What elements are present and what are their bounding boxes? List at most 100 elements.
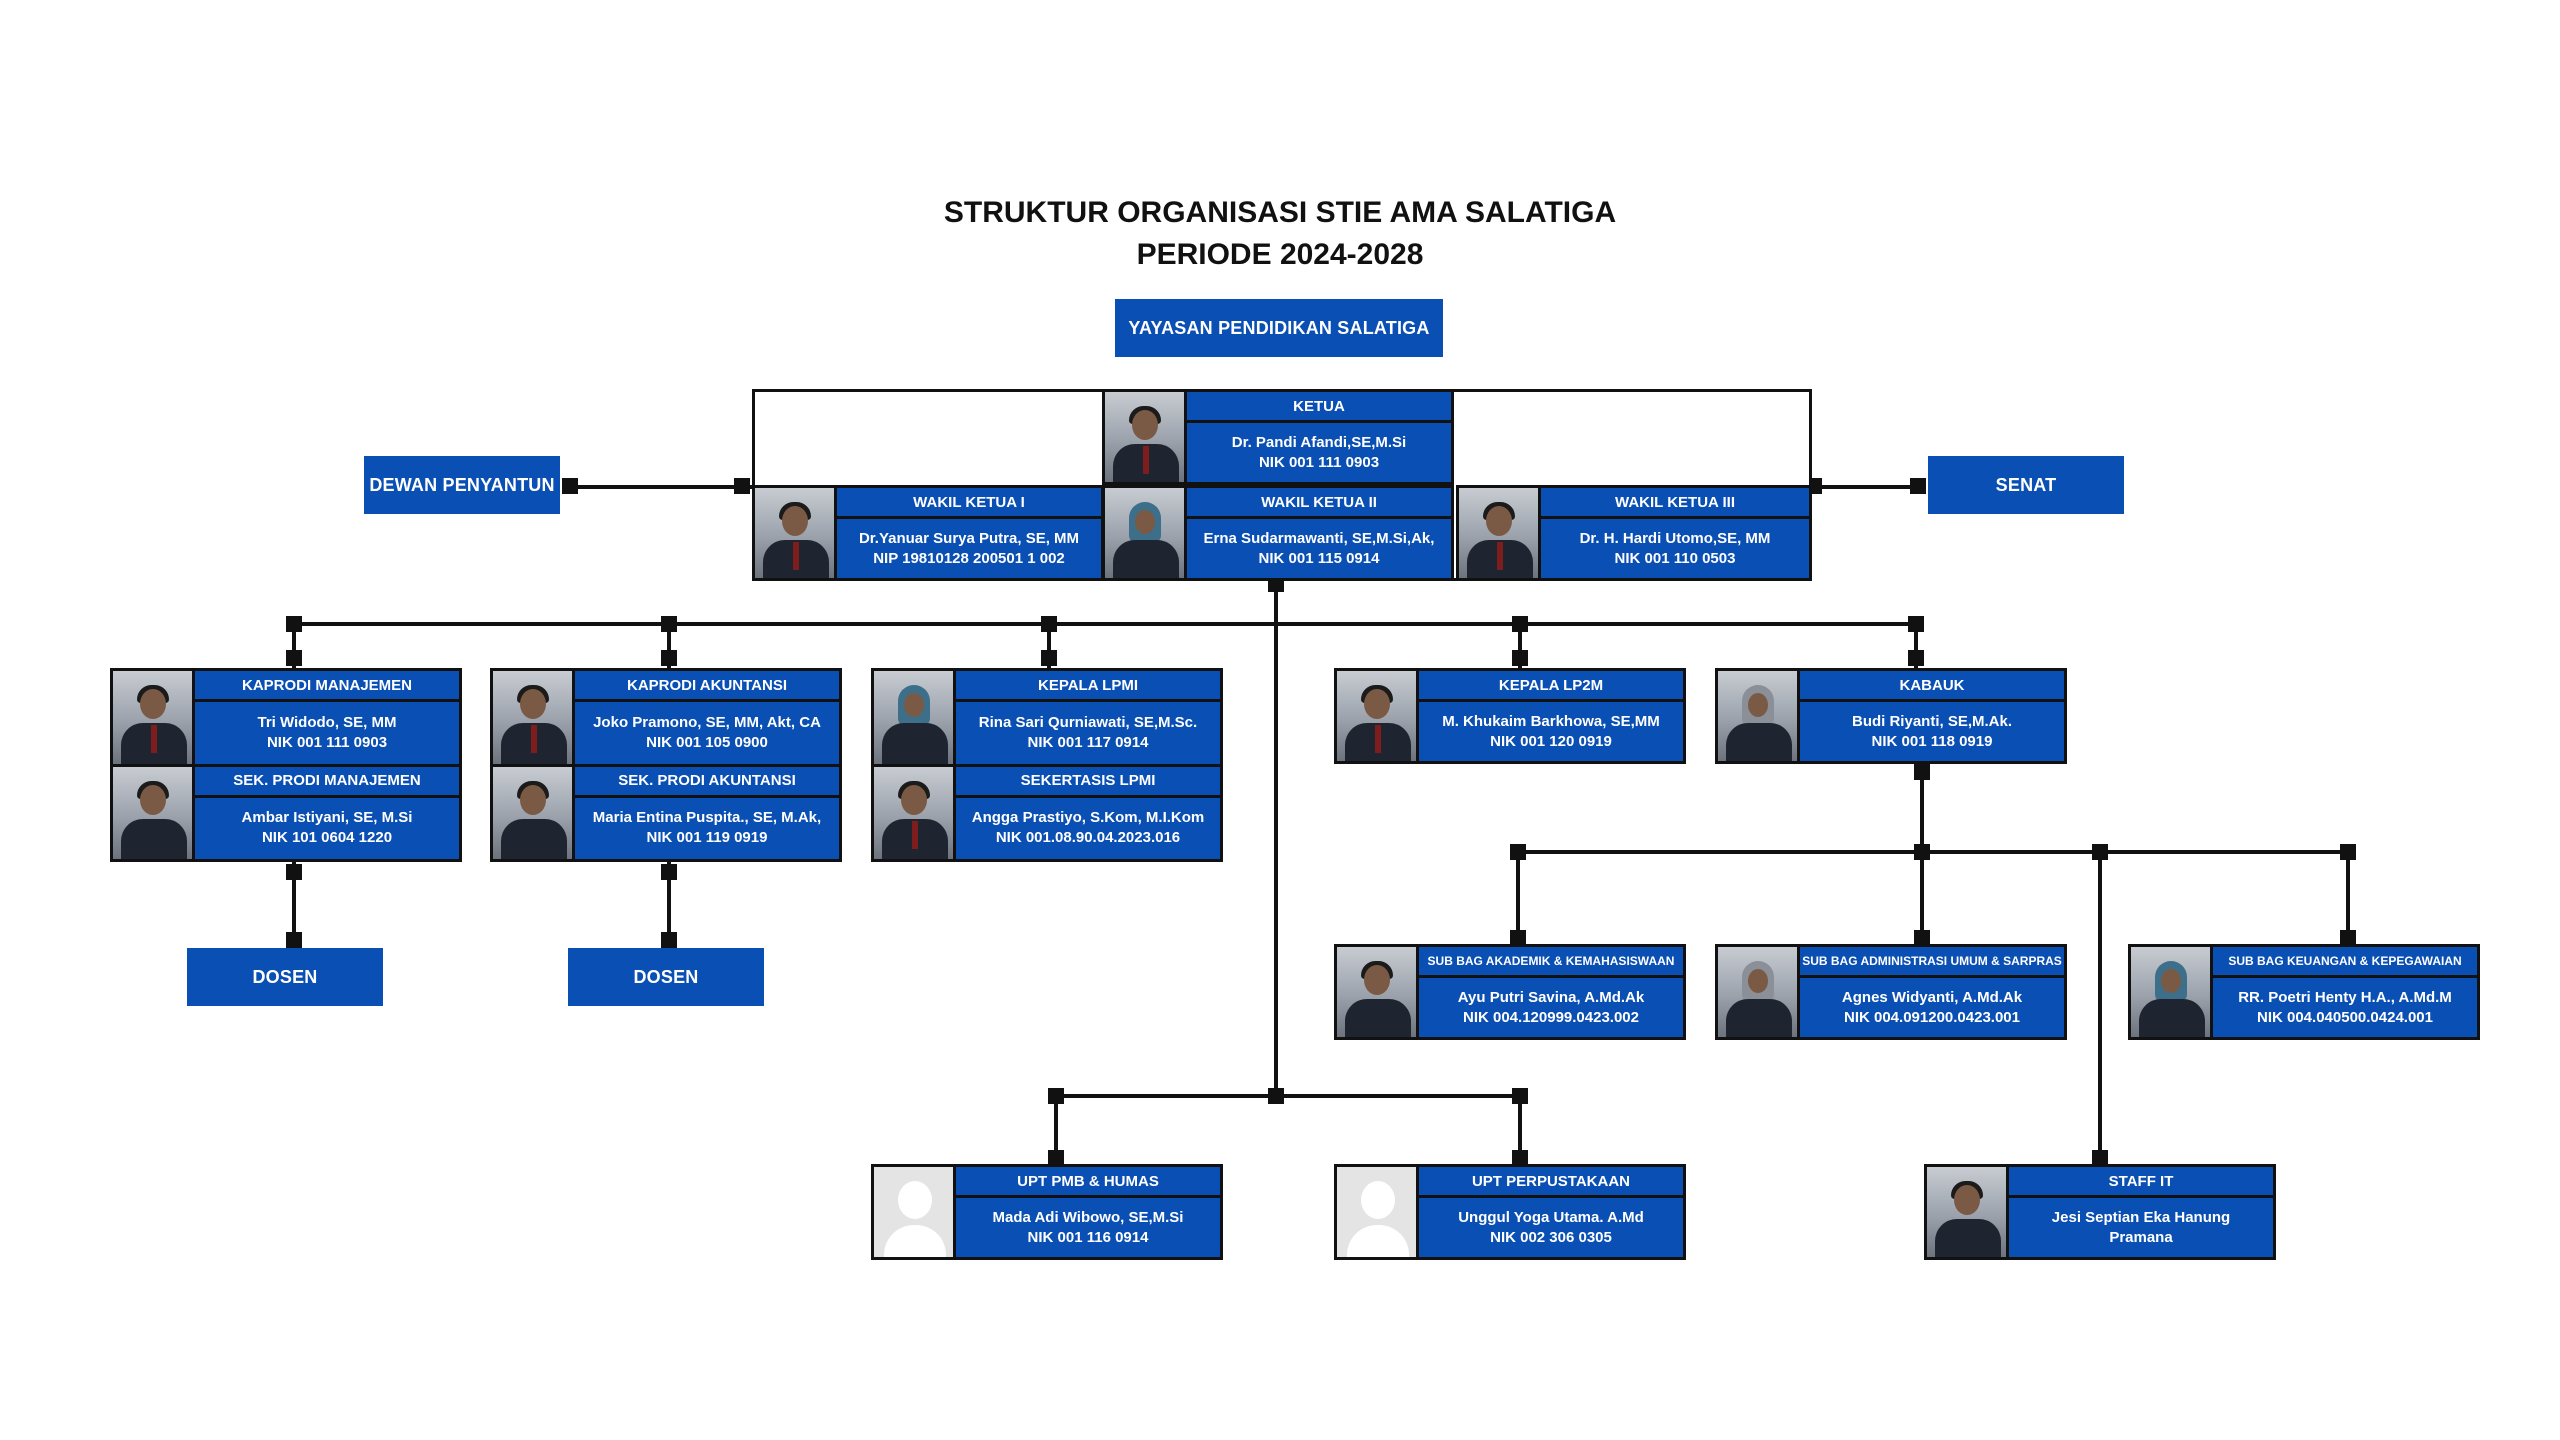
role-label: SUB BAG KEUANGAN & KEPEGAWAIAN	[2213, 947, 2477, 975]
person-id: NIK 001 120 0919	[1490, 732, 1612, 750]
portrait-photo	[493, 766, 575, 859]
chart-title: STRUKTUR ORGANISASI STIE AMA SALATIGA PE…	[0, 192, 2560, 276]
portrait-photo	[493, 671, 575, 764]
portrait-photo	[1105, 488, 1187, 578]
role-label: KAPRODI MANAJEMEN	[195, 671, 459, 699]
person-id: NIP 19810128 200501 1 002	[873, 549, 1065, 567]
dosen-manajemen-box: DOSEN	[187, 948, 383, 1006]
person-name: Unggul Yoga Utama. A.Md	[1458, 1208, 1644, 1226]
portrait-photo	[755, 488, 837, 578]
dewan-penyantun-box: DEWAN PENYANTUN	[364, 456, 560, 514]
person-name: Joko Pramono, SE, MM, Akt, CA	[593, 713, 821, 731]
person-id: NIK 001 119 0919	[646, 829, 768, 847]
senat-box: SENAT	[1928, 456, 2124, 514]
card-wakil-ketua-2: WAKIL KETUA II Erna Sudarmawanti, SE,M.Si…	[1102, 485, 1454, 581]
card-prodi-akuntansi: KAPRODI AKUNTANSI Joko Pramono, SE, MM, A…	[490, 668, 842, 862]
role-label: STAFF IT	[2009, 1167, 2273, 1195]
person-name: Dr.Yanuar Surya Putra, SE, MM	[858, 529, 1080, 547]
title-line-1: STRUKTUR ORGANISASI STIE AMA SALATIGA	[943, 196, 1617, 229]
portrait-photo	[113, 766, 195, 859]
person-name: Angga Prastiyo, S.Kom, M.I.Kom	[971, 809, 1205, 827]
person-id: NIK 001.08.90.04.2023.016	[995, 829, 1181, 847]
portrait-photo	[874, 671, 956, 764]
person-name: Budi Riyanti, SE,M.Ak.	[1851, 712, 2013, 730]
card-subbag-akademik: SUB BAG AKADEMIK & KEMAHASISWAAN Ayu Putr…	[1334, 944, 1686, 1040]
role-label: KEPALA LP2M	[1419, 671, 1683, 699]
person-id: NIK 101 0604 1220	[261, 829, 393, 847]
portrait-photo	[2131, 947, 2213, 1037]
person-name: Ambar Istiyani, SE, M.Si	[241, 809, 413, 827]
person-id: NIK 004.091200.0423.001	[1844, 1008, 2020, 1026]
card-wakil-ketua-3: WAKIL KETUA III Dr. H. Hardi Utomo,SE, MM…	[1456, 485, 1812, 581]
role-label: KABAUK	[1800, 671, 2064, 699]
person-name: RR. Poetri Henty H.A., A.Md.M	[2238, 988, 2452, 1006]
card-wakil-ketua-1: WAKIL KETUA I Dr.Yanuar Surya Putra, SE, …	[752, 485, 1104, 581]
role-label: KAPRODI AKUNTANSI	[575, 671, 839, 699]
person-name: Ayu Putri Savina, A.Md.Ak	[1457, 988, 1645, 1006]
portrait-photo	[874, 766, 956, 859]
person-name: Maria Entina Puspita., SE, M.Ak,	[592, 809, 822, 827]
person-id: NIK 001 117 0914	[1027, 733, 1149, 751]
person-id: NIK 001 116 0914	[1027, 1228, 1149, 1246]
person-name: Rina Sari Qurniawati, SE,M.Sc.	[978, 713, 1198, 731]
person-id: NIK 001 118 0919	[1871, 732, 1993, 750]
card-subbag-administrasi: SUB BAG ADMINISTRASI UMUM & SARPRAS Agnes…	[1715, 944, 2067, 1040]
role-label: SUB BAG ADMINISTRASI UMUM & SARPRAS	[1800, 947, 2064, 975]
person-name: Jesi Septian Eka Hanung	[2051, 1208, 2231, 1226]
card-kabauk: KABAUK Budi Riyanti, SE,M.Ak. NIK 001 118 …	[1715, 668, 2067, 764]
person-id: NIK 002 306 0305	[1490, 1228, 1612, 1246]
role-label: KETUA	[1187, 392, 1451, 420]
card-lp2m: KEPALA LP2M M. Khukaim Barkhowa, SE,MM NIK…	[1334, 668, 1686, 764]
portrait-photo	[113, 671, 195, 764]
person-id: NIK 001 111 0903	[1258, 453, 1380, 471]
placeholder-avatar-icon	[1337, 1167, 1419, 1257]
senat-label: SENAT	[1995, 474, 2057, 495]
role-label: SUB BAG AKADEMIK & KEMAHASISWAAN	[1419, 947, 1683, 975]
person-name: Erna Sudarmawanti, SE,M.Si,Ak,	[1203, 529, 1435, 547]
dosen-akuntansi-box: DOSEN	[568, 948, 764, 1006]
person-id: NIK 004.040500.0424.001	[2257, 1008, 2433, 1026]
role-label: KEPALA LPMI	[956, 671, 1220, 699]
person-name: Dr. H. Hardi Utomo,SE, MM	[1579, 529, 1771, 547]
portrait-photo	[1718, 947, 1800, 1037]
yayasan-label: YAYASAN PENDIDIKAN SALATIGA	[1128, 317, 1430, 338]
role-label: WAKIL KETUA II	[1187, 488, 1451, 516]
role-label: WAKIL KETUA III	[1541, 488, 1809, 516]
person-id: NIK 001 105 0900	[646, 733, 768, 751]
portrait-photo	[1337, 671, 1419, 761]
dewan-label: DEWAN PENYANTUN	[369, 474, 555, 495]
role-label: WAKIL KETUA I	[837, 488, 1101, 516]
card-lpmi: KEPALA LPMI Rina Sari Qurniawati, SE,M.Sc…	[871, 668, 1223, 862]
person-id: NIK 004.120999.0423.002	[1463, 1008, 1639, 1026]
title-line-2: PERIODE 2024-2028	[1136, 238, 1424, 271]
card-prodi-manajemen: KAPRODI MANAJEMEN Tri Widodo, SE, MM NIK 0…	[110, 668, 462, 862]
dosen-label: DOSEN	[633, 966, 699, 987]
person-id: Pramana	[2109, 1228, 2173, 1246]
portrait-photo	[1337, 947, 1419, 1037]
portrait-photo	[1718, 671, 1800, 761]
yayasan-box: YAYASAN PENDIDIKAN SALATIGA	[1115, 299, 1443, 357]
card-subbag-keuangan: SUB BAG KEUANGAN & KEPEGAWAIAN RR. Poetri…	[2128, 944, 2480, 1040]
person-id: NIK 001 111 0903	[266, 733, 388, 751]
person-name: Mada Adi Wibowo, SE,M.Si	[992, 1208, 1184, 1226]
person-id: NIK 001 115 0914	[1258, 549, 1380, 567]
dosen-label: DOSEN	[252, 966, 318, 987]
person-name: Agnes Widyanti, A.Md.Ak	[1841, 988, 2023, 1006]
portrait-photo	[1459, 488, 1541, 578]
person-id: NIK 001 110 0503	[1614, 549, 1736, 567]
placeholder-avatar-icon	[874, 1167, 956, 1257]
person-name: M. Khukaim Barkhowa, SE,MM	[1442, 712, 1660, 730]
portrait-photo	[1105, 392, 1187, 482]
portrait-photo	[1927, 1167, 2009, 1257]
role-label: SEK. PRODI MANAJEMEN	[195, 766, 459, 795]
role-label: UPT PMB & HUMAS	[956, 1167, 1220, 1195]
person-name: Dr. Pandi Afandi,SE,M.Si	[1231, 433, 1407, 451]
role-label: SEK. PRODI AKUNTANSI	[575, 766, 839, 795]
role-label: UPT PERPUSTAKAAN	[1419, 1167, 1683, 1195]
person-name: Tri Widodo, SE, MM	[257, 713, 397, 731]
